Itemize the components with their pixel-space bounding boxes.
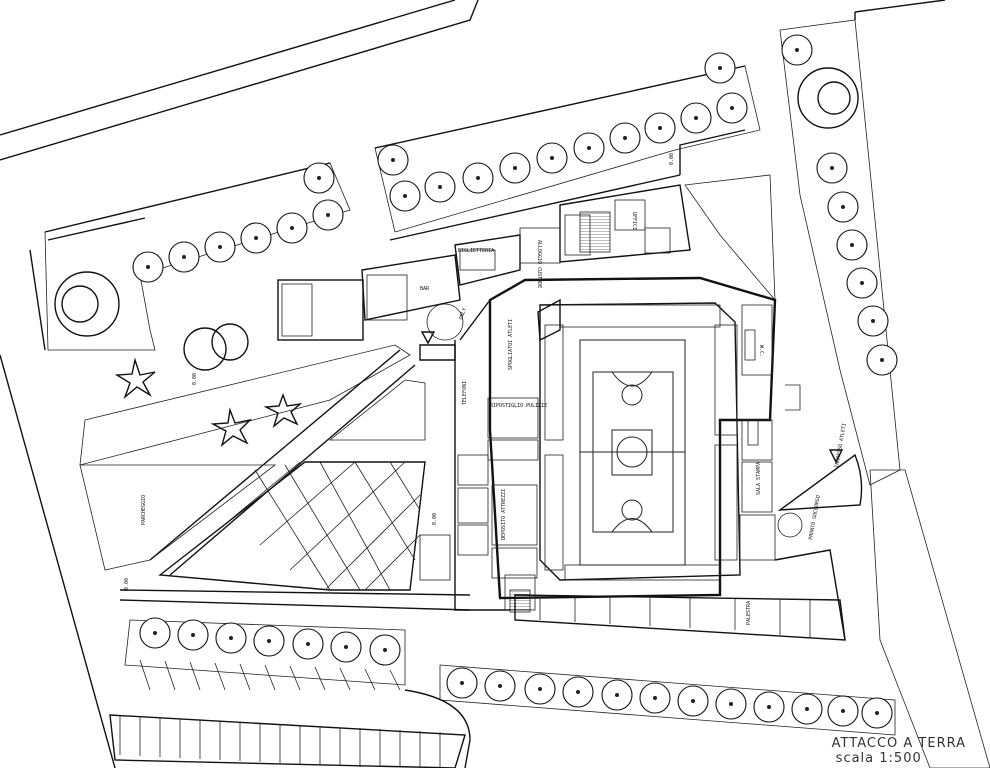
label-quota-2: 0.00	[432, 513, 438, 525]
road-edges	[0, 0, 946, 768]
label-alloggio-custode: ALLOGGIO CUSTODE	[536, 240, 542, 288]
label-pronto-soccorso: PRONTO SOCCORSO	[808, 495, 822, 541]
label-quota-3: 0.00	[124, 578, 130, 590]
walkways	[44, 65, 746, 611]
turning-loops	[54, 67, 859, 371]
drawing-title: ATTACCO A TERRA	[831, 736, 966, 751]
label-uffici: UFFICI	[631, 212, 637, 230]
label-telefoni: TELEFONI	[462, 381, 468, 405]
drawing-scale: scala 1:500	[835, 751, 922, 766]
star-plantings	[114, 357, 303, 447]
label-parcheggio: PARCHEGGIO	[141, 495, 147, 525]
label-quota-4: 0.00	[669, 153, 675, 165]
trees	[132, 34, 898, 729]
label-spogliatoi: SPOGLIATOI ATLETI	[508, 319, 514, 370]
arena-building	[454, 184, 863, 641]
label-biglietteria: BIGLIETTERIA	[458, 248, 494, 254]
north-arrow-icon	[420, 331, 844, 464]
label-palestra: PALESTRA	[746, 601, 752, 625]
label-wc: W.C.	[758, 345, 764, 357]
label-bar: BAR	[420, 286, 430, 292]
label-ripostiglio: RIPOSTIGLIO PULIZIE	[490, 403, 547, 409]
pergola-grid	[158, 461, 451, 591]
label-deposito: DEPOSITO ATTREZZI	[501, 489, 507, 540]
parking-stalls	[109, 659, 471, 768]
label-sala-stampa: SALA STAMPA	[756, 462, 762, 495]
label-quota-1: 0.00	[192, 373, 198, 385]
drawing-caption: ATTACCO A TERRA scala 1:500	[832, 736, 966, 766]
label-only: ONLY	[458, 307, 468, 320]
